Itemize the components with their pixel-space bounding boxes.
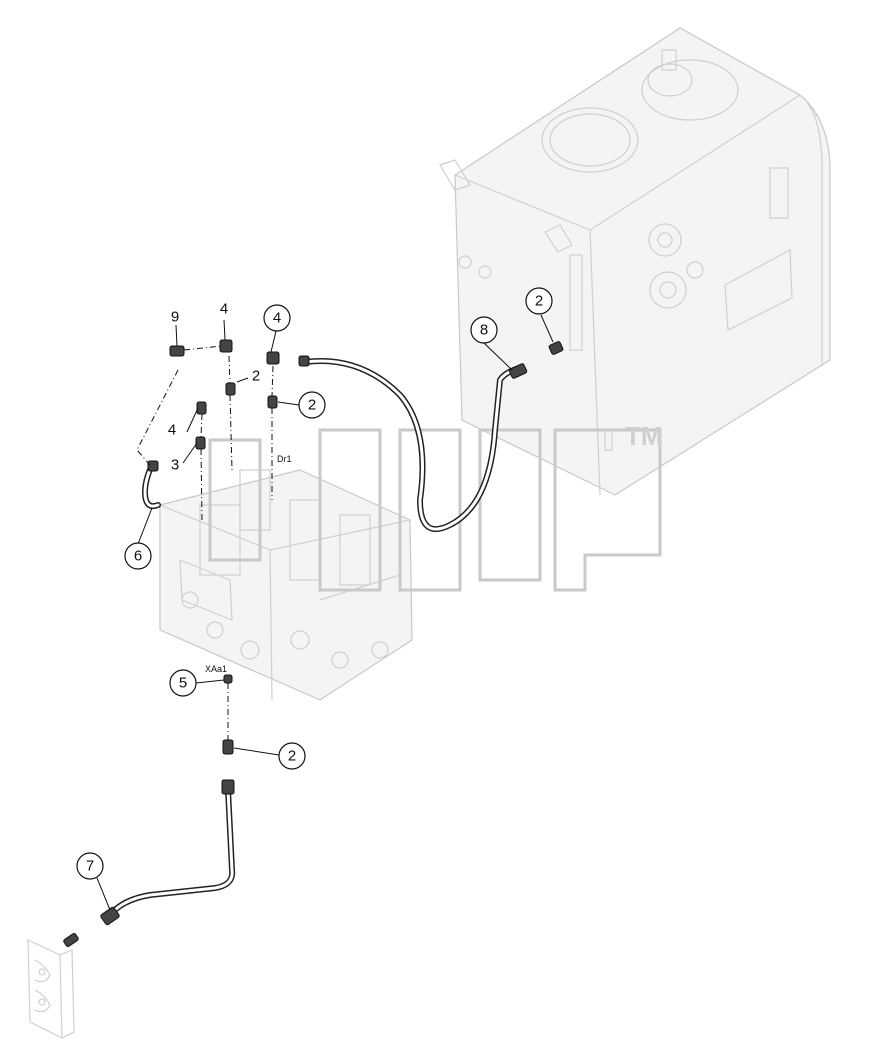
svg-text:6: 6 — [134, 548, 142, 565]
centre-lines — [136, 345, 274, 740]
watermark: TM — [208, 421, 663, 592]
callout-2-tank: 2 — [525, 287, 553, 315]
control-valve-block — [159, 469, 413, 701]
callout-4-left: 4 — [168, 422, 176, 439]
callout-3: 3 — [171, 457, 179, 474]
svg-text:2: 2 — [288, 748, 296, 765]
svg-text:5: 5 — [179, 675, 187, 692]
callout-2-upper: 2 — [252, 368, 260, 385]
callout-6: 6 — [124, 542, 152, 570]
port-label-xa1: XAa1 — [205, 664, 227, 674]
hose-8 — [302, 358, 523, 533]
hose-7 — [105, 787, 236, 921]
mounting-bracket — [27, 939, 75, 1039]
watermark-tm: TM — [625, 421, 663, 451]
port-label-dr1: Dr1 — [277, 454, 292, 464]
svg-text:8: 8 — [480, 322, 488, 339]
callout-2-right: 2 — [298, 391, 326, 419]
callout-2-lower: 2 — [278, 742, 306, 770]
callout-7: 7 — [76, 852, 104, 880]
svg-text:2: 2 — [535, 293, 543, 310]
callout-4-circled: 4 — [263, 304, 291, 332]
hydraulic-tank — [439, 27, 831, 496]
callout-5: 5 — [169, 669, 197, 697]
hose-6 — [142, 462, 161, 510]
svg-text:2: 2 — [308, 397, 316, 414]
callout-4-top: 4 — [220, 301, 228, 318]
callout-9: 9 — [171, 309, 179, 326]
svg-text:7: 7 — [86, 858, 94, 875]
leader-lines — [96, 314, 554, 911]
callout-8: 8 — [470, 316, 498, 344]
svg-text:4: 4 — [273, 310, 281, 327]
